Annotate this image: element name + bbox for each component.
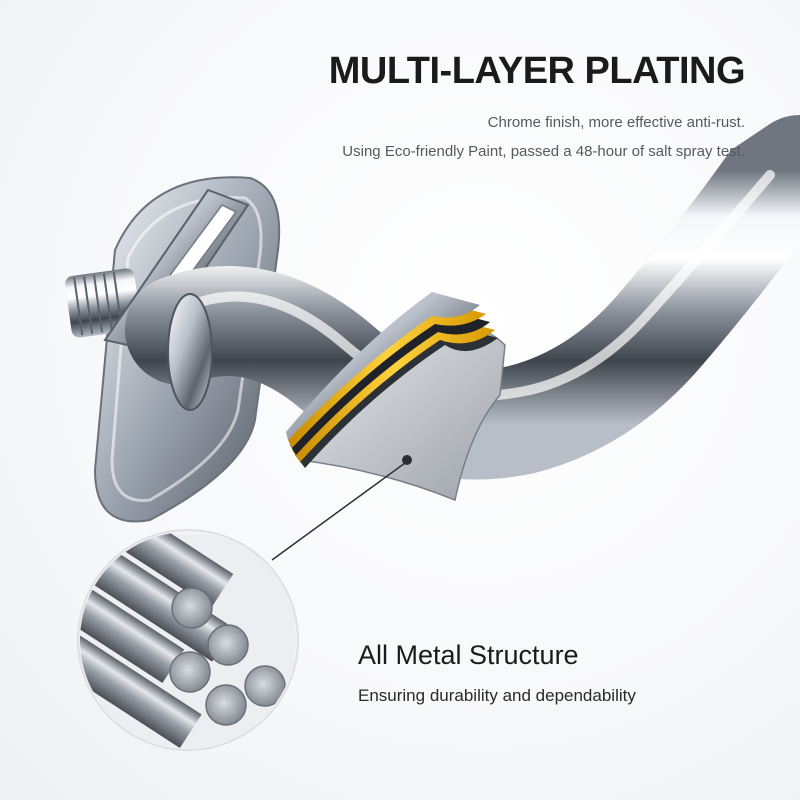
callout-line [271, 462, 406, 561]
feature-title: All Metal Structure [358, 640, 579, 670]
subtitle-line-2: Using Eco-friendly Paint, passed a 48-ho… [342, 143, 745, 160]
shower-arm-pipe [125, 115, 800, 480]
subtitle-line-1: Chrome finish, more effective anti-rust. [487, 114, 745, 131]
feature-description: Ensuring durability and dependability [358, 686, 636, 705]
plating-layers-cutaway [286, 292, 506, 502]
metal-rods-inset [77, 529, 299, 751]
headline: MULTI-LAYER PLATING [328, 50, 746, 92]
